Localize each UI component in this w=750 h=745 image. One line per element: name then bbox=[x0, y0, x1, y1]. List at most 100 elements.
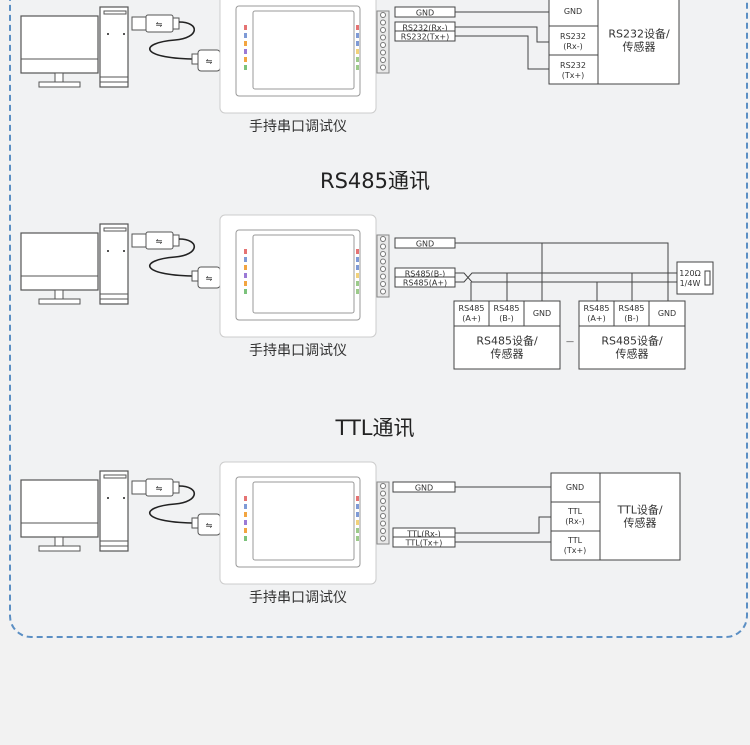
indicator-label bbox=[356, 504, 359, 509]
indicator-label bbox=[356, 57, 359, 62]
indicator-label bbox=[244, 520, 247, 525]
terminal-label: RS232(Rx-) bbox=[402, 24, 447, 33]
indicator-label bbox=[244, 289, 247, 294]
terminal-screw bbox=[380, 251, 386, 257]
usb-symbol-icon: ⇋ bbox=[206, 521, 213, 530]
terminal-screw bbox=[380, 243, 386, 250]
terminal-screw bbox=[380, 505, 386, 512]
indicator-label bbox=[356, 65, 359, 70]
rs485-title: RS485通讯 bbox=[319, 169, 430, 193]
terminal-screw bbox=[380, 49, 386, 56]
target-device-name: 传感器 bbox=[491, 347, 524, 360]
serial-debugger-device: 手持串口调试仪 bbox=[219, 0, 390, 135]
indicator-label bbox=[356, 249, 359, 254]
target-pin-tx: (Tx+) bbox=[564, 546, 587, 555]
terminal-screw bbox=[380, 483, 386, 489]
wire-gnd bbox=[455, 242, 669, 301]
ellipsis: — bbox=[566, 337, 574, 346]
indicator-label bbox=[244, 33, 247, 38]
target-pin-a: (A+) bbox=[587, 314, 605, 323]
monitor-screen bbox=[20, 15, 99, 74]
computer-icon: ⇋⇋ bbox=[20, 470, 221, 552]
terminal-label: GND bbox=[416, 240, 434, 249]
device-caption: 手持串口调试仪 bbox=[249, 119, 347, 135]
monitor-base bbox=[38, 545, 81, 552]
terminal-screw bbox=[380, 535, 386, 542]
usb-cable bbox=[148, 238, 196, 277]
target-pin-tx: RS232 bbox=[560, 61, 586, 70]
drive-bay bbox=[103, 474, 127, 479]
tower-button bbox=[123, 497, 125, 499]
target-pin-gnd: GND bbox=[566, 483, 584, 492]
indicator-label bbox=[356, 273, 359, 278]
indicator-label bbox=[356, 528, 359, 533]
usb-plug-tip bbox=[131, 233, 147, 248]
terminal-screw bbox=[380, 236, 386, 242]
target-device-name: TTL设备/ bbox=[616, 502, 662, 516]
terminal-screw bbox=[380, 19, 386, 26]
indicator-label bbox=[356, 41, 359, 46]
indicator-label bbox=[244, 512, 247, 517]
monitor-screen bbox=[20, 479, 99, 538]
target-pin-b: (B-) bbox=[499, 314, 514, 323]
resistor-icon bbox=[704, 270, 711, 286]
indicator-label bbox=[356, 289, 359, 294]
indicator-label bbox=[244, 281, 247, 286]
indicator-label bbox=[356, 536, 359, 541]
usb-plug-collar bbox=[172, 481, 180, 494]
target-pin-b: (B-) bbox=[624, 314, 639, 323]
ttl-title: TTL通讯 bbox=[335, 416, 415, 440]
terminal-screw bbox=[380, 12, 386, 18]
monitor-base bbox=[38, 81, 81, 88]
twisted-pair bbox=[455, 272, 478, 283]
device-caption: 手持串口调试仪 bbox=[249, 343, 347, 359]
indicator-label bbox=[244, 496, 247, 501]
target-pin-a: RS485 bbox=[584, 304, 610, 313]
device-screen bbox=[252, 10, 355, 90]
terminal-screw bbox=[380, 42, 386, 48]
usb-plug-collar bbox=[191, 270, 199, 282]
target-pin-a: (A+) bbox=[462, 314, 480, 323]
terminal-screw bbox=[380, 490, 386, 497]
tower-button bbox=[123, 33, 125, 35]
target-device-name: 传感器 bbox=[624, 516, 657, 529]
wire-rx bbox=[455, 26, 549, 43]
pc-tower bbox=[99, 6, 129, 88]
drive-bay bbox=[103, 227, 127, 232]
computer-icon: ⇋⇋ bbox=[20, 6, 221, 88]
terminal-label: RS485(A+) bbox=[403, 279, 447, 288]
wire-rx bbox=[455, 516, 551, 534]
terminal-label: RS232(Tx+) bbox=[401, 33, 449, 42]
indicator-label bbox=[244, 65, 247, 70]
target-pin-b: RS485 bbox=[619, 304, 645, 313]
indicator-label bbox=[356, 25, 359, 30]
usb-symbol-icon: ⇋ bbox=[156, 484, 163, 493]
wire-tx bbox=[455, 35, 549, 70]
device-screen bbox=[252, 234, 355, 314]
target-pin-rx: (Rx-) bbox=[565, 517, 584, 526]
indicator-label bbox=[356, 281, 359, 286]
indicator-label bbox=[244, 273, 247, 278]
terminal-screw bbox=[380, 64, 386, 71]
target-pin-gnd: GND bbox=[564, 7, 582, 16]
terminal-screw bbox=[380, 258, 386, 265]
usb-symbol-icon: ⇋ bbox=[156, 237, 163, 246]
device-screen bbox=[252, 481, 355, 561]
terminal-label: GND bbox=[416, 9, 434, 18]
tower-button bbox=[123, 250, 125, 252]
serial-debugger-device: 手持串口调试仪 bbox=[219, 461, 390, 606]
computer-icon: ⇋⇋ bbox=[20, 223, 221, 305]
usb-plug-collar bbox=[172, 17, 180, 30]
target-pin-gnd: GND bbox=[658, 309, 676, 318]
indicator-label bbox=[244, 57, 247, 62]
indicator-label bbox=[356, 496, 359, 501]
indicator-label bbox=[244, 25, 247, 30]
terminal-screw bbox=[380, 288, 386, 295]
indicator-label bbox=[356, 257, 359, 262]
indicator-label bbox=[356, 33, 359, 38]
indicator-label bbox=[356, 265, 359, 270]
usb-cable bbox=[148, 485, 196, 524]
terminal-screw bbox=[380, 528, 386, 534]
terminal-screw bbox=[380, 57, 386, 63]
target-device-name: RS232设备/ bbox=[608, 26, 670, 40]
